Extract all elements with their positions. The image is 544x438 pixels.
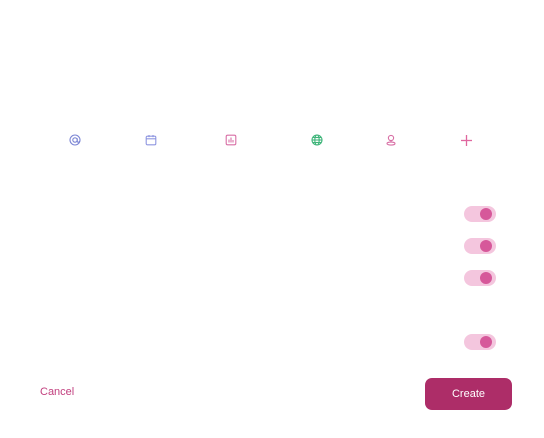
icon-toolbar [0,130,544,150]
location-pin-icon [386,134,396,146]
toggle-knob [480,240,492,252]
bar-chart-icon [225,134,237,146]
toggle-switch-1[interactable] [464,206,496,222]
toggle-switch-2[interactable] [464,238,496,254]
calendar-icon [145,135,157,146]
toggle-switch-3[interactable] [464,270,496,286]
globe-button[interactable] [307,130,327,150]
globe-icon [311,134,323,146]
at-sign-button[interactable] [65,130,85,150]
toggle-knob [480,272,492,284]
calendar-button[interactable] [141,130,161,150]
toggle-switch-4[interactable] [464,334,496,350]
toggle-knob [480,208,492,220]
at-sign-icon [69,134,81,146]
location-button[interactable] [381,130,401,150]
plus-icon [460,134,472,146]
bar-chart-button[interactable] [221,130,241,150]
create-button[interactable]: Create [425,378,512,410]
toggle-knob [480,336,492,348]
cancel-button[interactable]: Cancel [40,386,75,398]
add-button[interactable] [456,130,476,150]
